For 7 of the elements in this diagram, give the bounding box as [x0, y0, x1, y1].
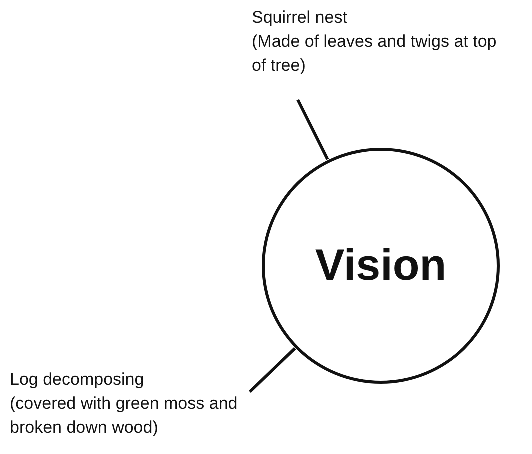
annotation-text: (Made of leaves and twigs at top of tree) [252, 31, 497, 77]
leader-line [296, 99, 330, 160]
leader-line [248, 347, 296, 394]
annotation-text: Log decomposing [10, 369, 146, 391]
circle-label: Vision [315, 241, 447, 291]
annotation-text: (covered with green moss and broken down wood) [10, 393, 239, 439]
annotation-text: Squirrel nest [252, 7, 348, 29]
